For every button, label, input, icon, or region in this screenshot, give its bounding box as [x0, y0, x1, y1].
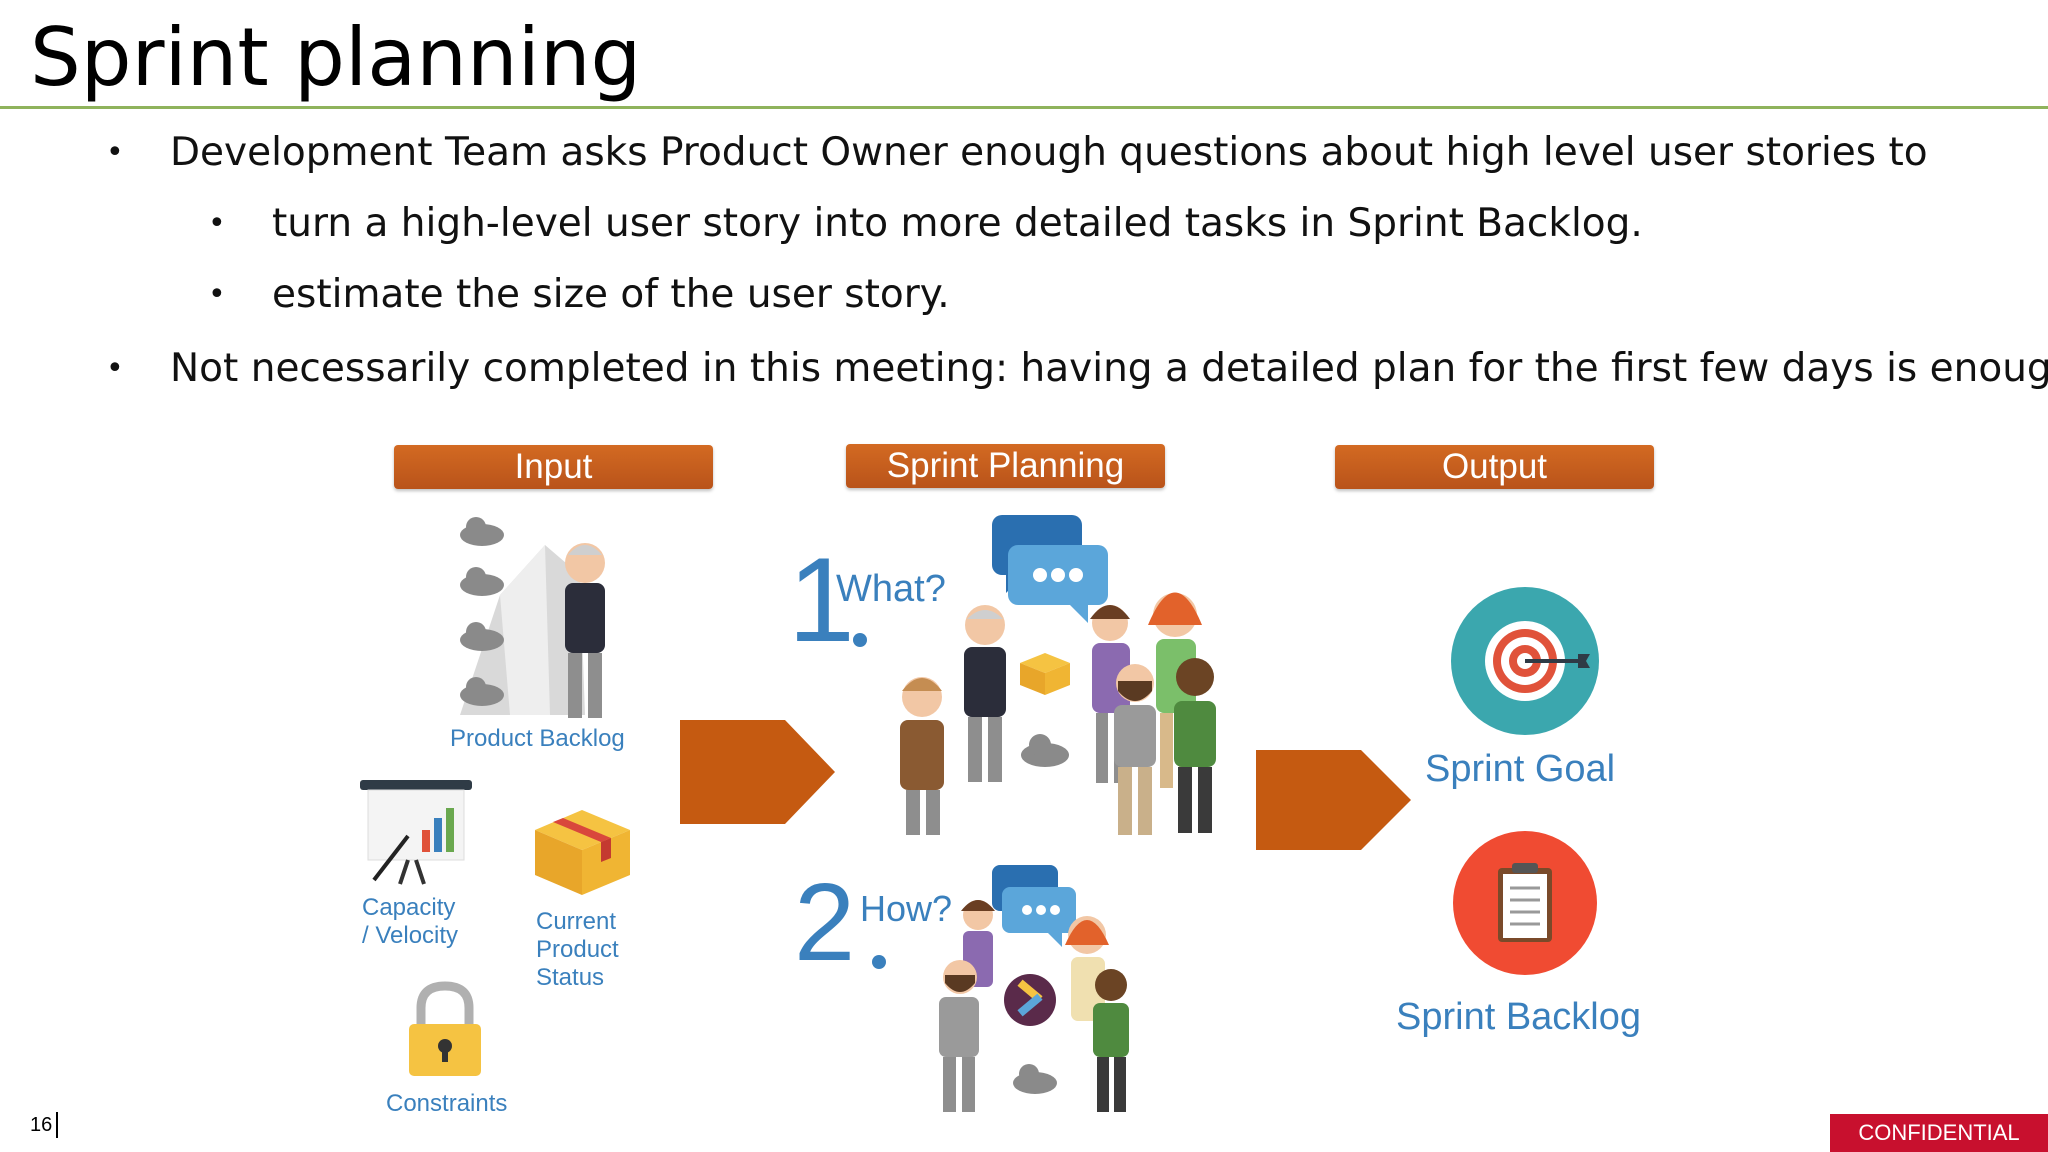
confidential-badge: CONFIDENTIAL [1830, 1114, 2048, 1152]
person-icon [1093, 969, 1129, 1112]
step-1-dot [853, 633, 867, 647]
team-what-illustration [900, 515, 1216, 835]
padlock-icon [409, 981, 481, 1076]
bullet-symbol: • [106, 351, 124, 386]
target-icon [1451, 587, 1599, 735]
person-icon [565, 543, 605, 718]
person-icon [964, 605, 1006, 782]
tools-icon [1004, 974, 1056, 1026]
flow-arrow-input [680, 720, 835, 824]
box-icon [1020, 653, 1070, 695]
velocity-label: / Velocity [362, 922, 459, 949]
step-2-number: 2 [794, 861, 856, 984]
constraints-label: Constraints [386, 1090, 508, 1117]
status-label: Status [536, 964, 605, 991]
sprint-goal-label: Sprint Goal [1425, 748, 1616, 790]
cloud-icon [1013, 1064, 1057, 1094]
bullet-2: Not necessarily completed in this meetin… [170, 346, 2048, 391]
bullet-symbol: • [208, 277, 226, 312]
input-header: Input [394, 445, 713, 489]
team-how-illustration [939, 865, 1129, 1112]
clipboard-icon [1453, 831, 1597, 975]
cloud-icon [1021, 734, 1069, 767]
current-label: Current [536, 908, 617, 935]
bullet-1-2: estimate the size of the user story. [272, 272, 950, 317]
person-icon [1114, 664, 1156, 835]
cloud-icon [460, 517, 504, 706]
person-icon [1065, 916, 1109, 1021]
box-icon [535, 810, 630, 895]
page-title: Sprint planning [30, 11, 642, 104]
person-icon [900, 677, 944, 835]
step-1-number: 1 [788, 533, 855, 667]
step-2-dot [872, 955, 886, 969]
bullet-1-1: turn a high-level user story into more d… [272, 201, 1643, 246]
bullet-symbol: • [106, 135, 124, 170]
product-label: Product [536, 936, 619, 963]
speech-bubble-icon [992, 865, 1076, 947]
page-number-divider [56, 1112, 58, 1138]
chart-easel-icon [360, 780, 472, 885]
person-icon [1174, 658, 1216, 833]
output-header: Output [1335, 445, 1654, 489]
bullet-symbol: • [208, 206, 226, 241]
sprint-planning-header: Sprint Planning [846, 444, 1165, 488]
speech-bubble-icon [992, 515, 1108, 623]
flow-arrow-output [1256, 750, 1411, 850]
what-question: What? [836, 568, 946, 610]
page-number: 16 [30, 1114, 53, 1136]
sprint-backlog-label: Sprint Backlog [1396, 996, 1642, 1038]
title-divider [0, 106, 2048, 109]
product-backlog-label: Product Backlog [450, 725, 625, 752]
product-backlog-illustration [460, 517, 605, 718]
bullet-1: Development Team asks Product Owner enou… [170, 130, 1928, 175]
how-question: How? [860, 888, 953, 929]
capacity-label: Capacity [362, 894, 456, 921]
person-icon [939, 960, 979, 1112]
